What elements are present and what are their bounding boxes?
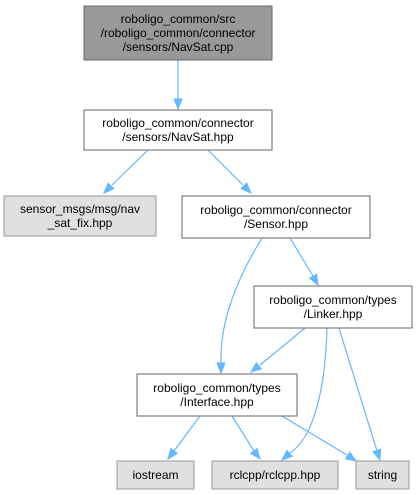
node-label-line: iostream xyxy=(132,468,178,482)
node-box xyxy=(253,285,413,329)
edge-linker-hpp-to-rclcpp xyxy=(280,327,328,461)
node-box xyxy=(355,460,410,490)
node-label-line: roboligo_common/connector xyxy=(102,116,253,130)
arrow-head xyxy=(344,451,358,462)
node-label-line: /Linker.hpp xyxy=(304,307,363,321)
node-label-line: roboligo_common/types xyxy=(153,381,280,395)
node-label-line: /roboligo_common/connector xyxy=(101,26,256,40)
node-box xyxy=(116,460,195,490)
arrow-head xyxy=(103,182,115,194)
node-box xyxy=(83,109,273,151)
node-label-line: roboligo_common/src xyxy=(121,12,236,26)
edge-line xyxy=(338,327,378,452)
edge-interface-hpp-to-string xyxy=(281,415,358,462)
node-nav-sat-fix[interactable]: sensor_msgs/msg/nav_sat_fix.hpp xyxy=(3,195,157,237)
node-label-line: /sensors/NavSat.cpp xyxy=(123,40,234,54)
edge-interface-hpp-to-rclcpp xyxy=(231,415,261,461)
node-sensor-hpp[interactable]: roboligo_common/connector/Sensor.hpp xyxy=(181,195,371,239)
node-navsat-cpp: roboligo_common/src/roboligo_common/conn… xyxy=(83,5,273,61)
edge-line xyxy=(231,415,255,452)
node-box xyxy=(83,5,273,61)
arrow-head xyxy=(372,448,382,462)
node-interface-hpp[interactable]: roboligo_common/types/Interface.hpp xyxy=(136,373,298,417)
node-box xyxy=(3,195,157,237)
arrow-head xyxy=(249,361,263,373)
node-iostream[interactable]: iostream xyxy=(116,460,195,490)
node-label-line: _sat_fix.hpp xyxy=(47,216,113,230)
arrow-head xyxy=(167,447,179,461)
node-box xyxy=(181,195,371,239)
arrow-head xyxy=(216,362,226,375)
arrow-head xyxy=(308,273,319,287)
node-label-line: sensor_msgs/msg/nav xyxy=(20,202,140,216)
edge-line xyxy=(259,327,306,366)
edge-line xyxy=(173,415,201,452)
node-navsat-hpp[interactable]: roboligo_common/connector/sensors/NavSat… xyxy=(83,109,273,151)
arrow-head xyxy=(280,449,294,461)
edge-line xyxy=(289,327,328,454)
edge-linker-hpp-to-interface-hpp xyxy=(249,327,306,373)
arrow-head xyxy=(240,182,252,194)
node-label-line: string xyxy=(368,468,397,482)
node-label-line: /sensors/NavSat.hpp xyxy=(122,130,234,144)
arrow-head xyxy=(173,98,183,111)
edge-line xyxy=(111,149,149,186)
edge-line xyxy=(281,415,348,456)
edge-navsat-hpp-to-sensor-hpp xyxy=(207,149,252,194)
edge-navsat-hpp-to-nav-sat-fix xyxy=(103,149,149,194)
edge-linker-hpp-to-string xyxy=(338,327,382,462)
nodes-layer: roboligo_common/src/roboligo_common/conn… xyxy=(3,5,413,490)
edge-line xyxy=(289,237,314,277)
node-string[interactable]: string xyxy=(355,460,410,490)
edge-navsat-cpp-to-navsat-hpp xyxy=(173,60,183,111)
node-label-line: /Sensor.hpp xyxy=(244,217,308,231)
node-rclcpp[interactable]: rclcpp/rclcpp.hpp xyxy=(211,460,339,490)
node-label-line: roboligo_common/connector xyxy=(200,203,351,217)
edge-line xyxy=(220,237,263,364)
edge-interface-hpp-to-iostream xyxy=(167,415,201,461)
node-label-line: /Interface.hpp xyxy=(180,395,254,409)
node-label-line: roboligo_common/types xyxy=(269,293,396,307)
arrow-head xyxy=(249,447,261,461)
node-box xyxy=(136,373,298,417)
node-label-line: rclcpp/rclcpp.hpp xyxy=(230,468,321,482)
edges-layer xyxy=(103,60,382,462)
edge-line xyxy=(207,149,244,186)
edge-sensor-hpp-to-interface-hpp xyxy=(216,237,263,375)
edge-sensor-hpp-to-linker-hpp xyxy=(289,237,319,287)
node-linker-hpp[interactable]: roboligo_common/types/Linker.hpp xyxy=(253,285,413,329)
node-box xyxy=(211,460,339,490)
